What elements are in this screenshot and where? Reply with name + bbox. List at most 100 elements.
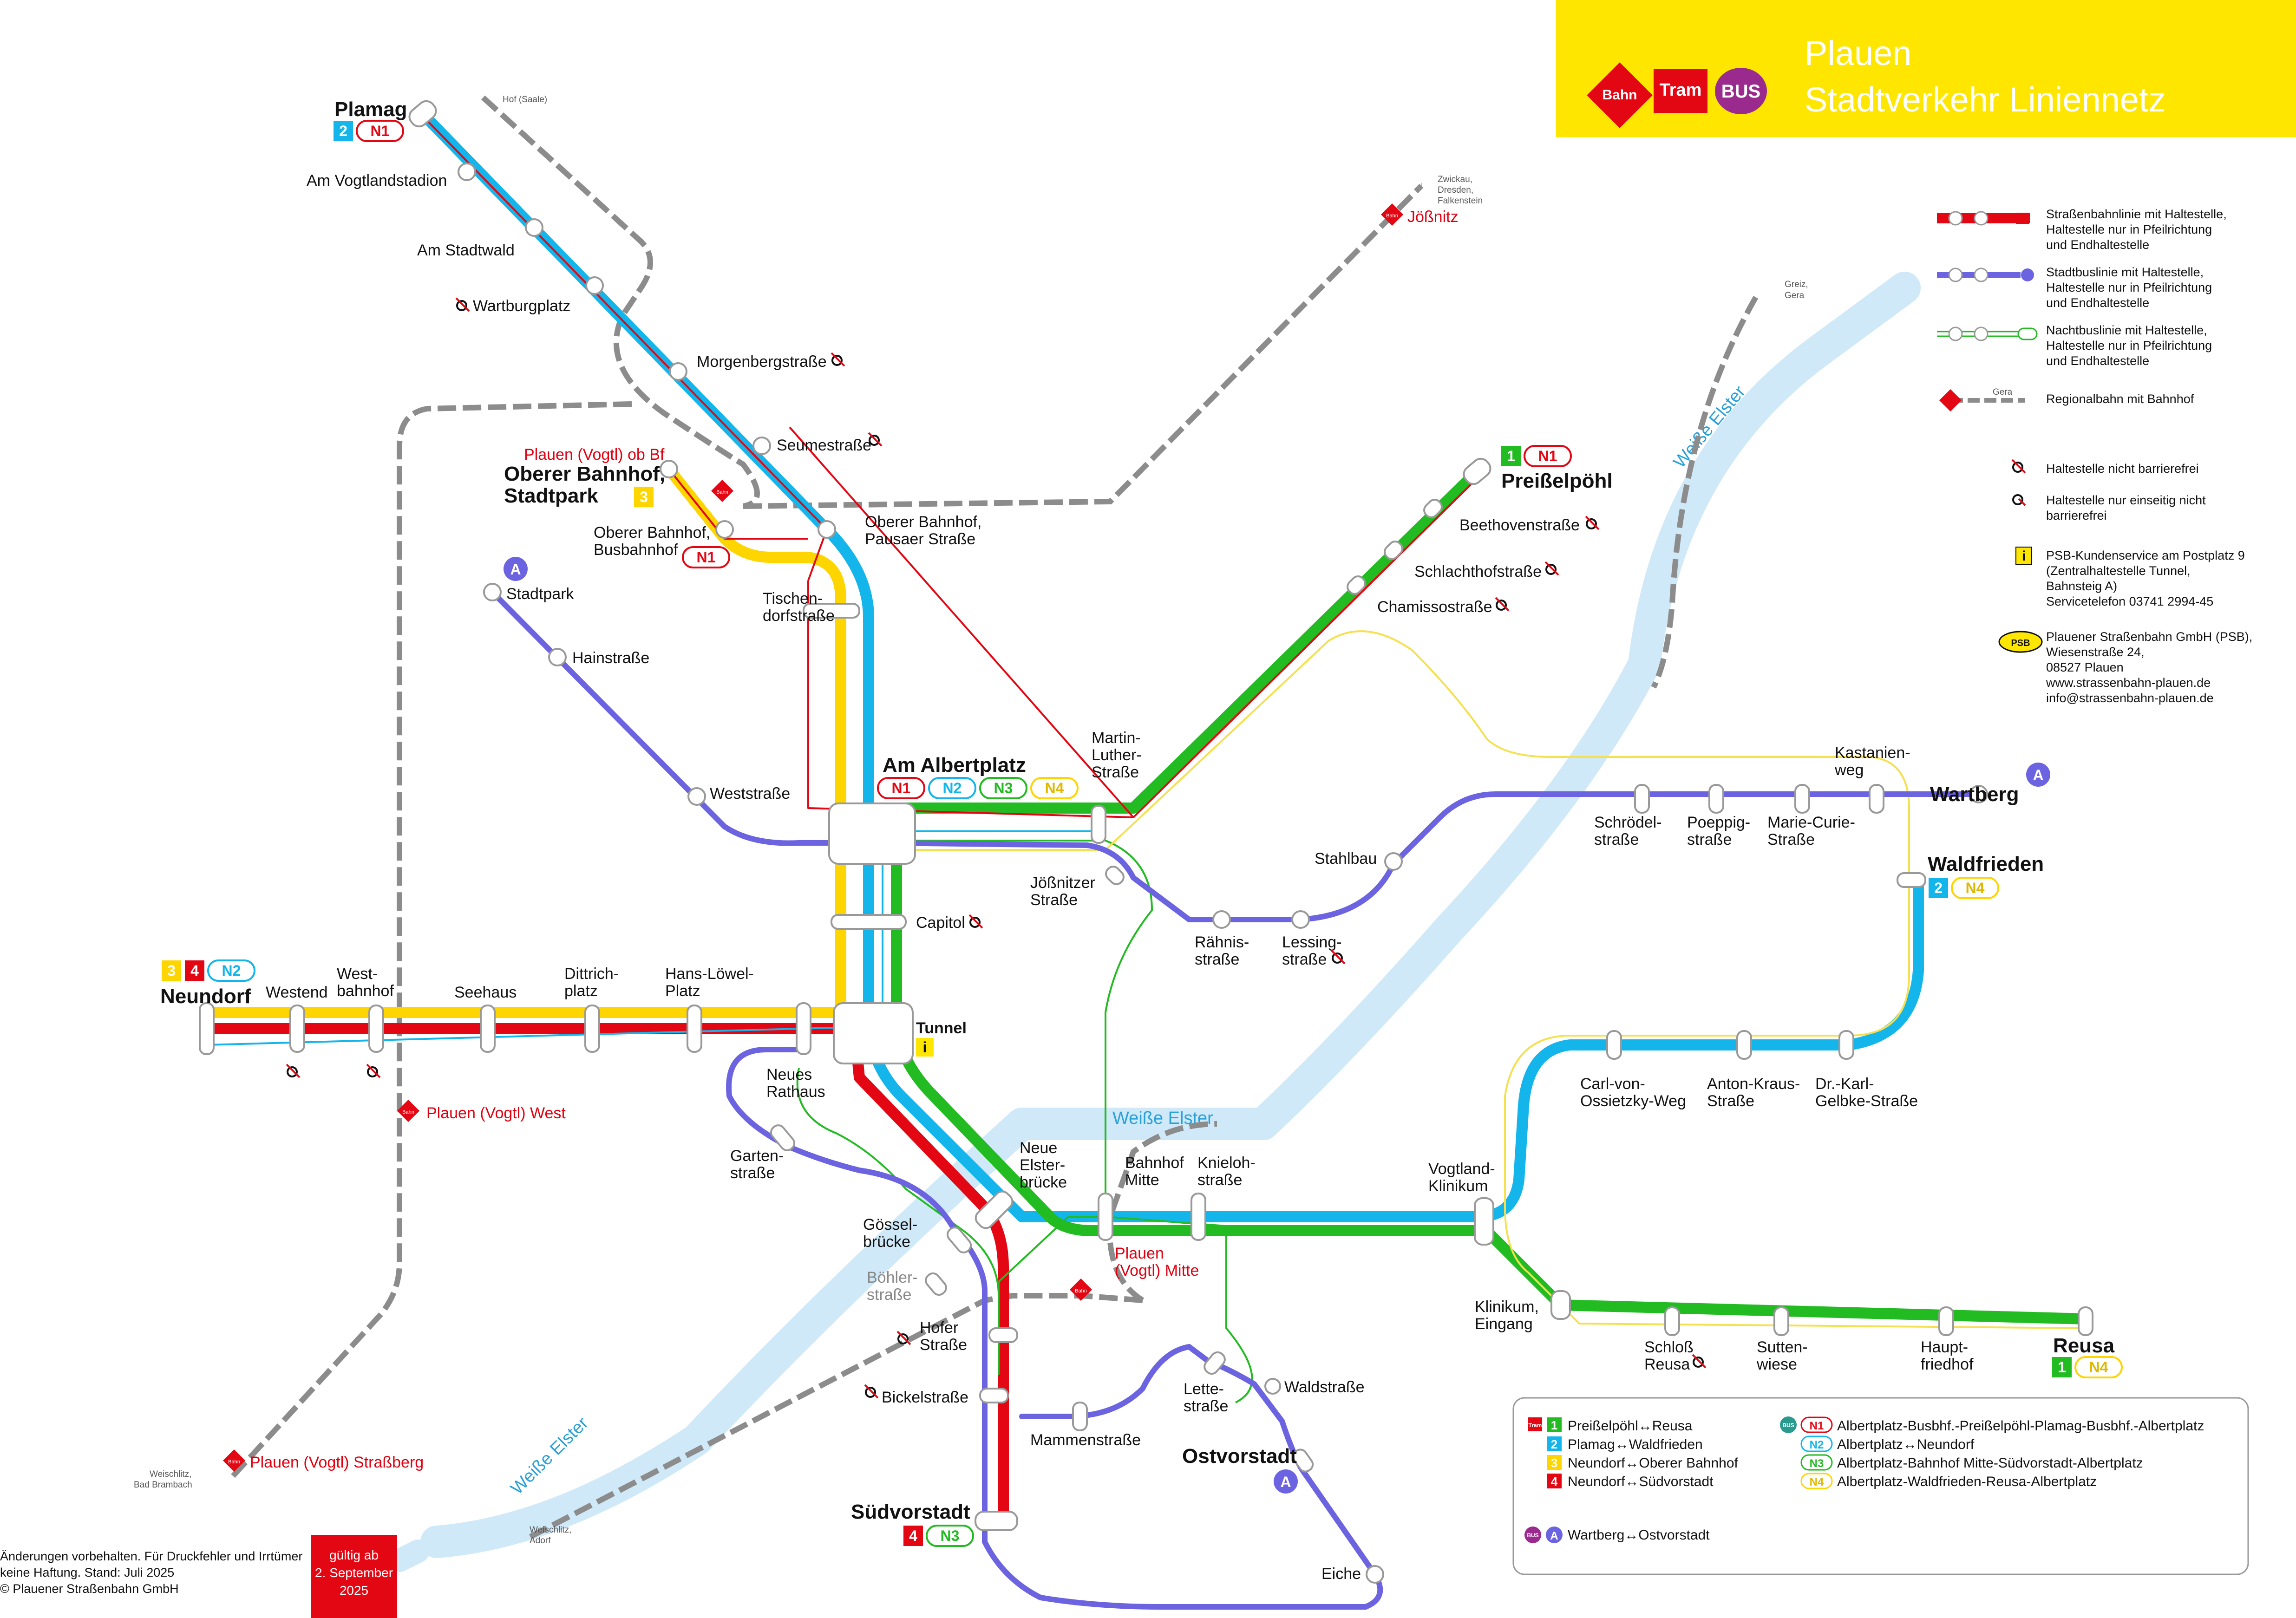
label-dest-weischlitz-adorf-2: Adorf	[530, 1536, 551, 1546]
legend-service-3: Bahnsteig A)	[2046, 579, 2117, 593]
stop-hanslowelplatz[interactable]	[687, 1005, 702, 1053]
rail-station-ob-bf-marker[interactable]: Bahn	[711, 479, 734, 502]
stop-ostvorstadt[interactable]	[1290, 1447, 1315, 1474]
stop-suttenwiese[interactable]	[1773, 1306, 1789, 1336]
rail-station-strassberg-marker[interactable]: Bahn	[222, 1449, 246, 1472]
stop-wartberg[interactable]	[1969, 785, 1988, 803]
label-neue-elster-3: brücke	[1020, 1174, 1067, 1191]
badge-albertplatz-n3	[979, 777, 1027, 799]
stop-tischendorfstrasse[interactable]	[803, 603, 860, 619]
stop-kastanienweg[interactable]	[1869, 784, 1884, 814]
stop-raehnisstrasse[interactable]	[1212, 910, 1231, 929]
stop-waldstrasse[interactable]	[1264, 1378, 1281, 1395]
stop-eiche[interactable]	[1366, 1565, 1384, 1584]
stop-waldfrieden[interactable]	[1897, 872, 1926, 888]
stop-schlachthofstrasse[interactable]	[1382, 539, 1405, 561]
wheelchair-icon-schloss-reusa	[1692, 1354, 1707, 1369]
stop-albertplatz[interactable]	[828, 802, 916, 865]
label-busbf-1: Oberer Bahnhof,	[594, 524, 710, 542]
stop-vogtlandklinikum[interactable]	[1474, 1197, 1494, 1246]
stop-bahnhof-mitte[interactable]	[1098, 1193, 1113, 1241]
stop-vogtlandstadion[interactable]	[458, 163, 476, 181]
stop-boehlerstrasse[interactable]	[923, 1271, 948, 1298]
stop-hauptfriedhof[interactable]	[1938, 1306, 1954, 1336]
legend-box-n2: Albertplatz↔Neundorf	[1837, 1437, 1975, 1452]
stop-klinikum-eingang[interactable]	[1550, 1290, 1571, 1320]
stop-stahlbau[interactable]	[1384, 852, 1403, 871]
stop-martin-luther[interactable]	[1091, 805, 1106, 844]
stop-dittrichplatz[interactable]	[584, 1005, 600, 1053]
stop-goesselbruecke[interactable]	[945, 1225, 974, 1255]
stop-neue-elsterbruecke[interactable]	[973, 1188, 1015, 1231]
label-goessel-1: Gössel-	[863, 1216, 917, 1233]
stop-reusa[interactable]	[2078, 1306, 2093, 1336]
stop-morgenbergstrasse[interactable]	[669, 362, 687, 381]
stop-bickelstrasse[interactable]	[979, 1388, 1009, 1403]
label-westbahnhof-1: West-	[337, 965, 378, 983]
label-reusa: Reusa	[2053, 1334, 2115, 1357]
label-garten-2: straße	[730, 1164, 775, 1182]
stop-neundorf[interactable]	[199, 1002, 215, 1055]
stop-mariecurie[interactable]	[1794, 784, 1810, 814]
stop-pausaer[interactable]	[818, 520, 836, 539]
legend-tram-sample	[1937, 211, 2030, 226]
stop-ossietzky[interactable]	[1606, 1030, 1622, 1060]
label-wartberg: Wartberg	[1930, 783, 2019, 806]
stop-stadtpark-oben[interactable]	[660, 460, 678, 478]
legend-rail-sample-label: Gera	[1993, 387, 2013, 397]
badge-suedvorstadt-4	[903, 1526, 923, 1546]
stop-chamissostrasse[interactable]	[1345, 574, 1367, 596]
stop-lettestrasse[interactable]	[1202, 1350, 1227, 1377]
badge-reusa-n4-text: N4	[2089, 1359, 2108, 1376]
stop-tunnel[interactable]	[833, 1002, 914, 1064]
rail-station-joessnitz-marker[interactable]: Bahn	[1380, 203, 1404, 226]
rail-station-mitte-marker[interactable]: Bahn	[1069, 1278, 1092, 1301]
stop-wartburgplatz[interactable]	[585, 276, 604, 295]
svg-text:Bahn: Bahn	[1603, 87, 1637, 103]
stop-seumestrasse[interactable]	[752, 437, 771, 455]
badge-neundorf-3-text: 3	[167, 962, 176, 979]
stop-joessnitzer[interactable]	[1103, 864, 1126, 887]
legend-company-3: 08527 Plauen	[2046, 660, 2124, 674]
stop-mammenstrasse[interactable]	[1072, 1402, 1088, 1431]
legend-one-side-icon	[2012, 494, 2026, 506]
stop-schloss-reusa[interactable]	[1664, 1306, 1680, 1336]
stop-kniehlohstrasse[interactable]	[1191, 1193, 1206, 1241]
rail-station-west-marker[interactable]: Bahn	[397, 1099, 420, 1122]
badge-wartberg-a	[2026, 763, 2050, 787]
stop-antonkraus[interactable]	[1736, 1030, 1752, 1060]
stop-suedvorstadt[interactable]	[975, 1511, 1018, 1531]
stop-plamag[interactable]	[406, 98, 439, 130]
stop-hainstrasse[interactable]	[548, 648, 567, 666]
badge-albertplatz-n1-text: N1	[892, 780, 911, 796]
footer-valid-3: 2025	[340, 1583, 368, 1598]
stop-weststrasse[interactable]	[687, 787, 706, 806]
label-lessing-1: Lessing-	[1282, 933, 1342, 951]
wheelchair-icon-morgenbergstrasse	[831, 352, 845, 367]
header-title-line1: Plauen	[1805, 34, 1911, 72]
stop-stadtpark-a[interactable]	[483, 583, 502, 601]
stop-beethovenstrasse[interactable]	[1421, 497, 1444, 520]
badge-plamag-2	[334, 121, 353, 141]
stop-schroedelstrasse[interactable]	[1634, 784, 1650, 814]
label-waldstrasse: Waldstraße	[1284, 1378, 1365, 1396]
stop-busbahnhof[interactable]	[715, 520, 734, 539]
label-raehnis-2: straße	[1195, 951, 1239, 968]
stop-westend[interactable]	[289, 1005, 305, 1053]
label-kastanien-2: weg	[1834, 761, 1864, 779]
stop-hoferstrasse[interactable]	[988, 1327, 1018, 1343]
stop-gaertenstrasse[interactable]	[768, 1122, 797, 1153]
legend-night-2: Haltestelle nur in Pfeilrichtung	[2046, 339, 2212, 352]
label-busbf-2: Busbahnhof	[594, 541, 678, 559]
stop-stadtwald[interactable]	[525, 218, 543, 237]
stop-westbahnhof[interactable]	[368, 1005, 384, 1053]
stop-gelbke[interactable]	[1838, 1030, 1854, 1060]
stop-lessingstrasse[interactable]	[1291, 910, 1310, 929]
label-neues-rathaus-1: Neues	[766, 1066, 812, 1083]
stop-neuesrathaus[interactable]	[796, 1002, 811, 1055]
badge-preisselpoehl-n1	[1524, 445, 1572, 467]
stop-capitol[interactable]	[831, 914, 907, 930]
stop-seehaus[interactable]	[480, 1005, 496, 1053]
stop-poeppigstrasse[interactable]	[1708, 784, 1724, 814]
stop-preisselpoehl[interactable]	[1460, 455, 1494, 487]
